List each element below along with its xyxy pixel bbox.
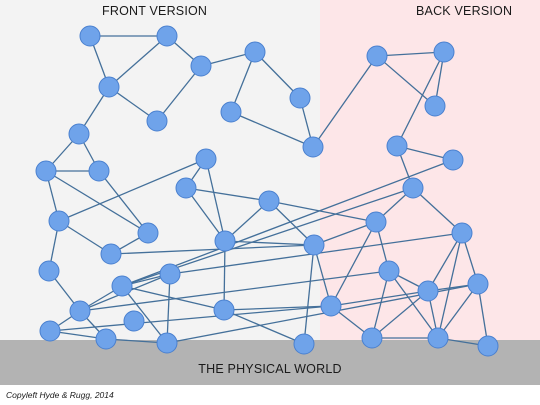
edge-n13-n16: [98, 170, 149, 234]
node-n19: [258, 190, 280, 212]
edge-n35-n40: [371, 270, 390, 339]
edge-n19-n23: [268, 200, 377, 223]
node-n41: [467, 273, 489, 295]
physical-world-label: THE PHYSICAL WORLD: [198, 362, 342, 376]
edge-n11-n27: [376, 55, 436, 107]
edge-n11-n25: [376, 51, 445, 57]
node-n6: [146, 110, 168, 132]
edge-n35-n42: [388, 270, 439, 339]
node-n26: [123, 310, 145, 332]
edge-n5-n8: [230, 51, 256, 113]
node-n34: [213, 299, 235, 321]
node-n17: [175, 177, 197, 199]
edge-n2-n3: [108, 35, 168, 88]
node-n20: [214, 230, 236, 252]
node-n15: [195, 148, 217, 170]
edge-n20-n34: [223, 240, 226, 311]
edge-n22-n37: [313, 244, 332, 307]
node-n32: [159, 263, 181, 285]
edge-n31-n34: [121, 285, 225, 311]
edge-n30-n36: [412, 187, 463, 234]
node-n2: [156, 25, 178, 47]
edge-n41-n42: [437, 283, 479, 339]
node-n18: [38, 260, 60, 282]
edge-n22-n24: [303, 244, 315, 345]
edge-n17-n20: [185, 187, 226, 242]
node-n9: [289, 87, 311, 109]
edge-n22-n23: [313, 221, 377, 246]
edge-n32-n44: [166, 273, 171, 344]
node-n37: [320, 295, 342, 317]
node-n1: [79, 25, 101, 47]
node-n42: [427, 327, 449, 349]
node-n14: [48, 210, 70, 232]
node-n25: [433, 41, 455, 63]
footer-strip: [0, 385, 540, 405]
front-version-label: FRONT VERSION: [102, 4, 208, 18]
edge-n8-n10: [230, 111, 314, 148]
node-n45: [477, 335, 499, 357]
edge-n10-n11: [312, 55, 378, 148]
node-n43: [95, 328, 117, 350]
node-n38: [417, 280, 439, 302]
node-n36: [451, 222, 473, 244]
edge-n21-n22: [110, 244, 315, 255]
node-n3: [98, 76, 120, 98]
node-n35: [378, 260, 400, 282]
node-n23: [365, 211, 387, 233]
edge-n37-n39: [49, 305, 332, 332]
node-n44: [156, 332, 178, 354]
node-n13: [88, 160, 110, 182]
node-n21: [100, 243, 122, 265]
node-n11: [366, 45, 388, 67]
node-n4: [190, 55, 212, 77]
node-n7: [68, 123, 90, 145]
node-n39: [39, 320, 61, 342]
node-n33: [69, 300, 91, 322]
edge-n20-n15: [205, 158, 226, 242]
node-group: [35, 25, 499, 357]
edge-n38-n40: [371, 290, 429, 339]
edge-n34-n37: [223, 305, 332, 311]
edge-n36-n38: [427, 232, 463, 292]
physical-world-region: [0, 340, 540, 385]
node-n31: [111, 275, 133, 297]
node-n8: [220, 101, 242, 123]
edge-n17-n19: [185, 187, 270, 202]
edge-n31-n44: [121, 285, 168, 344]
node-n10: [302, 136, 324, 158]
copyright-text: Copyleft Hyde & Rugg, 2014: [6, 390, 114, 400]
node-n30: [402, 177, 424, 199]
edge-n14-n15: [58, 158, 207, 222]
node-n22: [303, 234, 325, 256]
edge-n37-n38: [330, 290, 429, 307]
edge-n23-n37: [330, 221, 377, 307]
edge-n4-n6: [156, 65, 202, 122]
node-n12: [35, 160, 57, 182]
node-n29: [442, 149, 464, 171]
node-n40: [361, 327, 383, 349]
node-n27: [424, 95, 446, 117]
edge-n34-n24: [223, 309, 305, 345]
edge-n25-n28: [396, 51, 445, 147]
node-n16: [137, 222, 159, 244]
edge-n29-n31: [121, 159, 454, 287]
node-n5: [244, 41, 266, 63]
edge-n5-n9: [254, 51, 301, 99]
back-version-label: BACK VERSION: [416, 4, 513, 18]
node-n24: [293, 333, 315, 355]
node-n28: [386, 135, 408, 157]
edge-n36-n42: [437, 232, 463, 339]
edge-n33-n35: [79, 270, 390, 312]
edge-n12-n16: [45, 170, 149, 234]
